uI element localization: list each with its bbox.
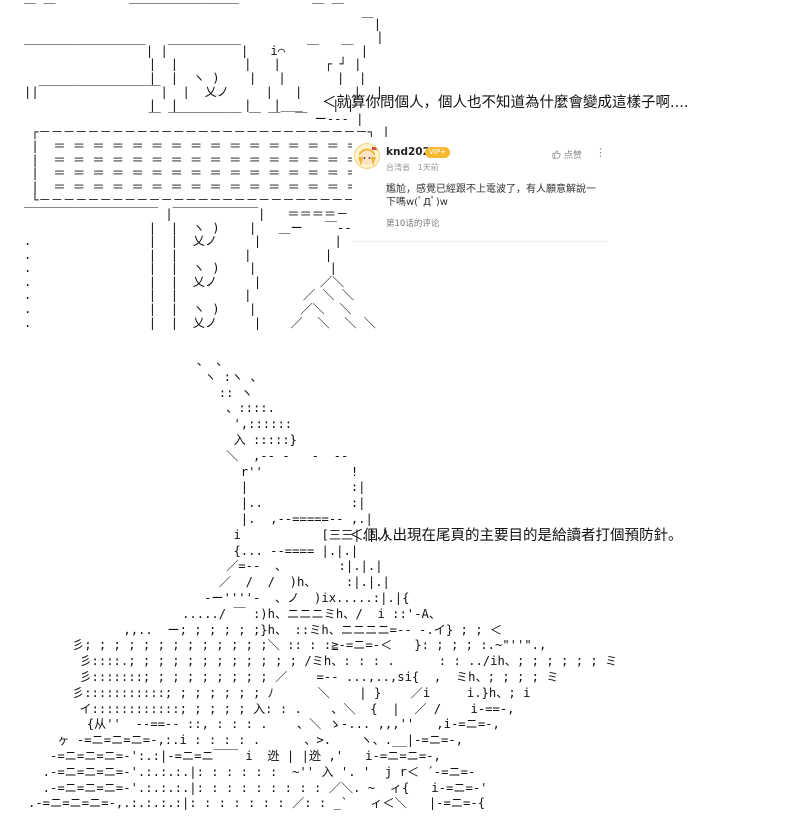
like-label: 点赞 — [563, 151, 582, 161]
caption-top: ＜就算你問個人，個人也不知道為什麼會變成這樣子啊.... — [322, 95, 689, 111]
aa-line: . | | ヽ ) | | — [24, 261, 338, 276]
aa-line: |.. :| — [28, 496, 366, 511]
aa-line: . | | 乂ノ | | — [24, 234, 342, 249]
aa-line: -=ニ=ニ=ニ=-':.:|-=ニ=ニ￣￣ i 迯 | |迯 ,' i-=ニ=ニ… — [28, 748, 441, 763]
aa-line: . | | 乂ノ | ／＼ — [24, 274, 345, 289]
aa-line: . | | 乂ノ | ／ ＼ ＼ ＼ — [24, 315, 376, 330]
aa-line: | | | | ┌ ┘ | — [24, 57, 362, 72]
aa-line: イ::::::::::::; ; ; ; ; 入: : . 、＼ { | ／ /… — [28, 701, 515, 716]
aa-line: .-=ニ=ニ=ニ=-,.:.:.:.:|: : : : : : : ／: : _… — [28, 796, 486, 811]
aa-line: ||￣￣￣￣￣￣￣￣￣￣| | 乂ノ | | | | — [24, 84, 384, 99]
aa-line: . | | ヽ ) | ／＼ ＼ — [24, 302, 352, 317]
aa-line: ／ / / )h、 :|.|.| — [28, 575, 390, 590]
thumbs-up-icon — [552, 150, 564, 161]
aa-line: ...../ ￣ :)h、ニニニミh、/ i ::'-A、 — [28, 606, 442, 621]
aa-line: ＼ ,-- ‐ ‐ ‐‐ — [28, 448, 349, 463]
ascii-art-bottom-panel: 、 、 ヽ :ヽ 、 :: ヽ 、::::. ',:::::: 入 :::::}… — [28, 354, 617, 812]
aa-line: 彡::::.; ; ; ; ; ; ; ; ; ; ; ; /ミh、: : : … — [28, 654, 618, 669]
aa-line: .-=ニ=ニ=ニ=-'.:.:.:.|: : : : : : ~'' 入 '. … — [28, 764, 476, 779]
aa-line: r'' ! — [28, 464, 359, 479]
comment-text: 尷尬，感覺已經跟不上電波了，有人願意解說一下嗎w(ﾟДﾟ)w — [386, 184, 596, 208]
comment-username[interactable]: knd202 — [386, 146, 430, 158]
aa-line: ヶ -=ニ=ニ=ニ=-,:.i : : : : . 、>. ヽ、.__|-=ニ=… — [28, 733, 464, 748]
aa-line: {从'' --==-- ::, : : : . 、＼ ゝ-... ,,,'' ,… — [28, 717, 500, 732]
aa-line: 、 、 — [28, 354, 229, 368]
aa-line: ￣￣￣￣￣￣￣￣￣￣| |￣￣￣￣￣￣| i⌒ ￣ ￣ | — [24, 43, 369, 58]
comment-source[interactable]: 第10话的评论 — [386, 219, 440, 229]
aa-line: i [三三|.|.} — [28, 527, 390, 542]
aa-line: ‐ー''''- 、ノ )ix.....:|.|{ — [28, 590, 410, 605]
aa-line: | ＝ ＝ ＝ ＝ ＝ ＝ ＝ ＝ ＝ ＝ ＝ ＝ ＝ ＝ ＝ ＝ ＝ | — [24, 152, 393, 167]
more-vertical-icon[interactable]: ⋮ — [595, 146, 606, 159]
aa-line: | — [24, 30, 384, 45]
aa-line: └－－－－－－－－－－－－－－－－－－－－－－－－－－－┘ | — [24, 193, 390, 208]
aa-line: . | | | | — [24, 247, 333, 262]
aa-line: . | | | ／ ＼ ＼ — [24, 288, 355, 303]
aa-line: :: ヽ — [28, 385, 253, 400]
aa-line: ┌－－－－－－－－－－－－－－－－－－－－－－－－－－－┐ | — [24, 125, 390, 140]
aa-line: 、::::. — [28, 401, 275, 416]
aa-line: ヽ :ヽ 、 — [28, 369, 263, 384]
like-button[interactable]: 点赞 — [552, 148, 582, 161]
aa-line: {... --==== |.|.| — [28, 543, 359, 558]
aa-line: ,,.. ー; ; ; ; ; ;}h、 ::ミh、ニニニニ=-- -.イ} ;… — [28, 622, 503, 637]
aa-line: | ＝ ＝ ＝ ＝ ＝ ＝ ＝ ＝ ＝ ＝ ＝ ＝ ＝ ＝ ＝ ＝ ＝ | — [24, 138, 393, 153]
comment-card: knd202 VIP+ 台湾省 1天前 点赞 ⋮ 尷尬，感覺已經跟不上電波了，有… — [352, 137, 608, 242]
aa-line: | :| — [28, 480, 366, 495]
aa-line: | | | |___ | | — [24, 98, 355, 113]
aa-line: 彡:::::::::::; ; ; ; ; ; ; ﾉ ＼ | } ／i i.}… — [28, 685, 531, 700]
aa-line: 彡:::::::; ; ; ; ; ; ; ; ; ／ =-- ...,..,s… — [28, 669, 559, 684]
aa-line: ',:::::: — [28, 417, 293, 432]
avatar-icon — [358, 147, 377, 166]
aa-line: |. ,--=====-- ,.| — [28, 511, 373, 526]
caption-bottom: ＜個人出現在尾頁的主要目的是給讀者打個預防針。 — [349, 528, 683, 544]
aa-line: ￣ ￣ ￣￣￣￣￣￣￣￣￣ ￣ ￣ — [24, 3, 344, 17]
comment-meta: 台湾省 1天前 — [386, 162, 439, 173]
aa-line: .-=ニ=ニ=ニ=-'.:.:.:.|: : : : : : : : : ／＼.… — [28, 780, 488, 795]
avatar[interactable] — [354, 143, 380, 169]
comment-location: 台湾省 — [386, 163, 410, 172]
aa-line: ／=-- 、 :|.|.| — [28, 559, 383, 574]
aa-line: | | ヽ ) | ＿ー ￣‐--| — [24, 220, 367, 235]
ascii-art-top-panel: ￣ ￣ ￣￣￣￣￣￣￣￣￣ ￣ ￣ ￣| |￣￣￣￣￣￣￣￣￣￣| |￣￣￣￣￣… — [24, 3, 393, 330]
aa-line: ￣| — [24, 16, 382, 31]
vip-badge: VIP+ — [425, 147, 450, 158]
aa-line: ￣ ￣￣￣￣￣￣ ￣ ￣ ￣ ー‐-- | — [24, 111, 364, 126]
aa-line: 彡; ; ; ; ; ; ; ; ; ; ; ; ;＼ :: : :≧-=ニ=-… — [28, 638, 547, 653]
comment-time: 1天前 — [417, 163, 439, 172]
aa-line: 入 :::::} — [28, 432, 297, 447]
aa-line: | | ヽ ) | | | | — [24, 70, 367, 85]
aa-line: ￣￣￣￣￣￣￣￣￣￣￣ |￣￣￣￣￣￣￣| ＝＝＝＝－ | — [24, 206, 364, 221]
aa-line: | ＝ ＝ ＝ ＝ ＝ ＝ ＝ ＝ ＝ ＝ ＝ ＝ ＝ ＝ ＝ ＝ ＝ | — [24, 166, 393, 181]
